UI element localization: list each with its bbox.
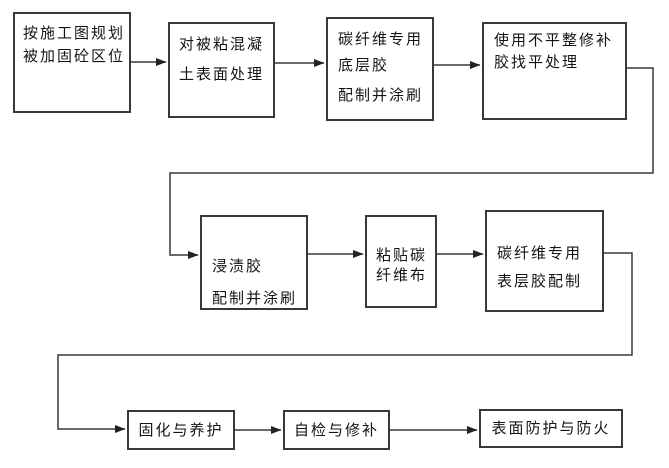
step-label-line: 碳纤维专用 bbox=[497, 245, 583, 262]
step-label-line: 纤维布 bbox=[376, 267, 428, 284]
step-label-line: 底层胶 bbox=[338, 57, 390, 74]
step-label-line: 土表面处理 bbox=[179, 66, 265, 83]
step-label-line: 浸渍胶 bbox=[212, 258, 264, 275]
step-label-line: 被加固砼区位 bbox=[23, 48, 126, 65]
edge-4-5 bbox=[169, 67, 654, 259]
flow-step-paste-cfrp-cloth: 粘贴碳 纤维布 bbox=[365, 215, 437, 308]
flow-step-cfrp-primer: 碳纤维专用 底层胶 配制并涂刷 bbox=[326, 17, 434, 121]
step-label-line: 按施工图规划 bbox=[23, 25, 126, 42]
step-label-line: 对被粘混凝 bbox=[179, 36, 265, 53]
step-label-line: 表面防护与防火 bbox=[491, 420, 611, 437]
flow-step-self-check-repair: 自检与修补 bbox=[283, 410, 390, 450]
step-label-line: 使用不平整修补 bbox=[494, 32, 614, 49]
flow-step-surface-fire-protection: 表面防护与防火 bbox=[479, 409, 623, 448]
step-label-line: 表层胶配制 bbox=[497, 273, 583, 290]
flow-step-curing: 固化与养护 bbox=[127, 410, 235, 450]
step-label-line: 配制并涂刷 bbox=[338, 87, 424, 104]
flow-step-plan-marking: 按施工图规划 被加固砼区位 bbox=[13, 12, 131, 113]
flow-step-cfrp-topcoat: 碳纤维专用 表层胶配制 bbox=[485, 210, 604, 312]
flow-step-leveling-repair: 使用不平整修补 胶找平处理 bbox=[482, 22, 627, 120]
step-label-line: 配制并涂刷 bbox=[212, 290, 298, 307]
step-label-line: 自检与修补 bbox=[293, 421, 379, 439]
step-label-line: 胶找平处理 bbox=[494, 54, 580, 71]
step-label-line: 碳纤维专用 bbox=[338, 31, 424, 48]
step-label-line: 粘贴碳 bbox=[376, 247, 428, 264]
flow-step-concrete-surface-treatment: 对被粘混凝 土表面处理 bbox=[168, 22, 275, 118]
edge-7-8 bbox=[57, 252, 633, 433]
flow-step-impregnating-adhesive: 浸渍胶 配制并涂刷 bbox=[200, 215, 308, 310]
step-label-line: 固化与养护 bbox=[138, 421, 224, 439]
